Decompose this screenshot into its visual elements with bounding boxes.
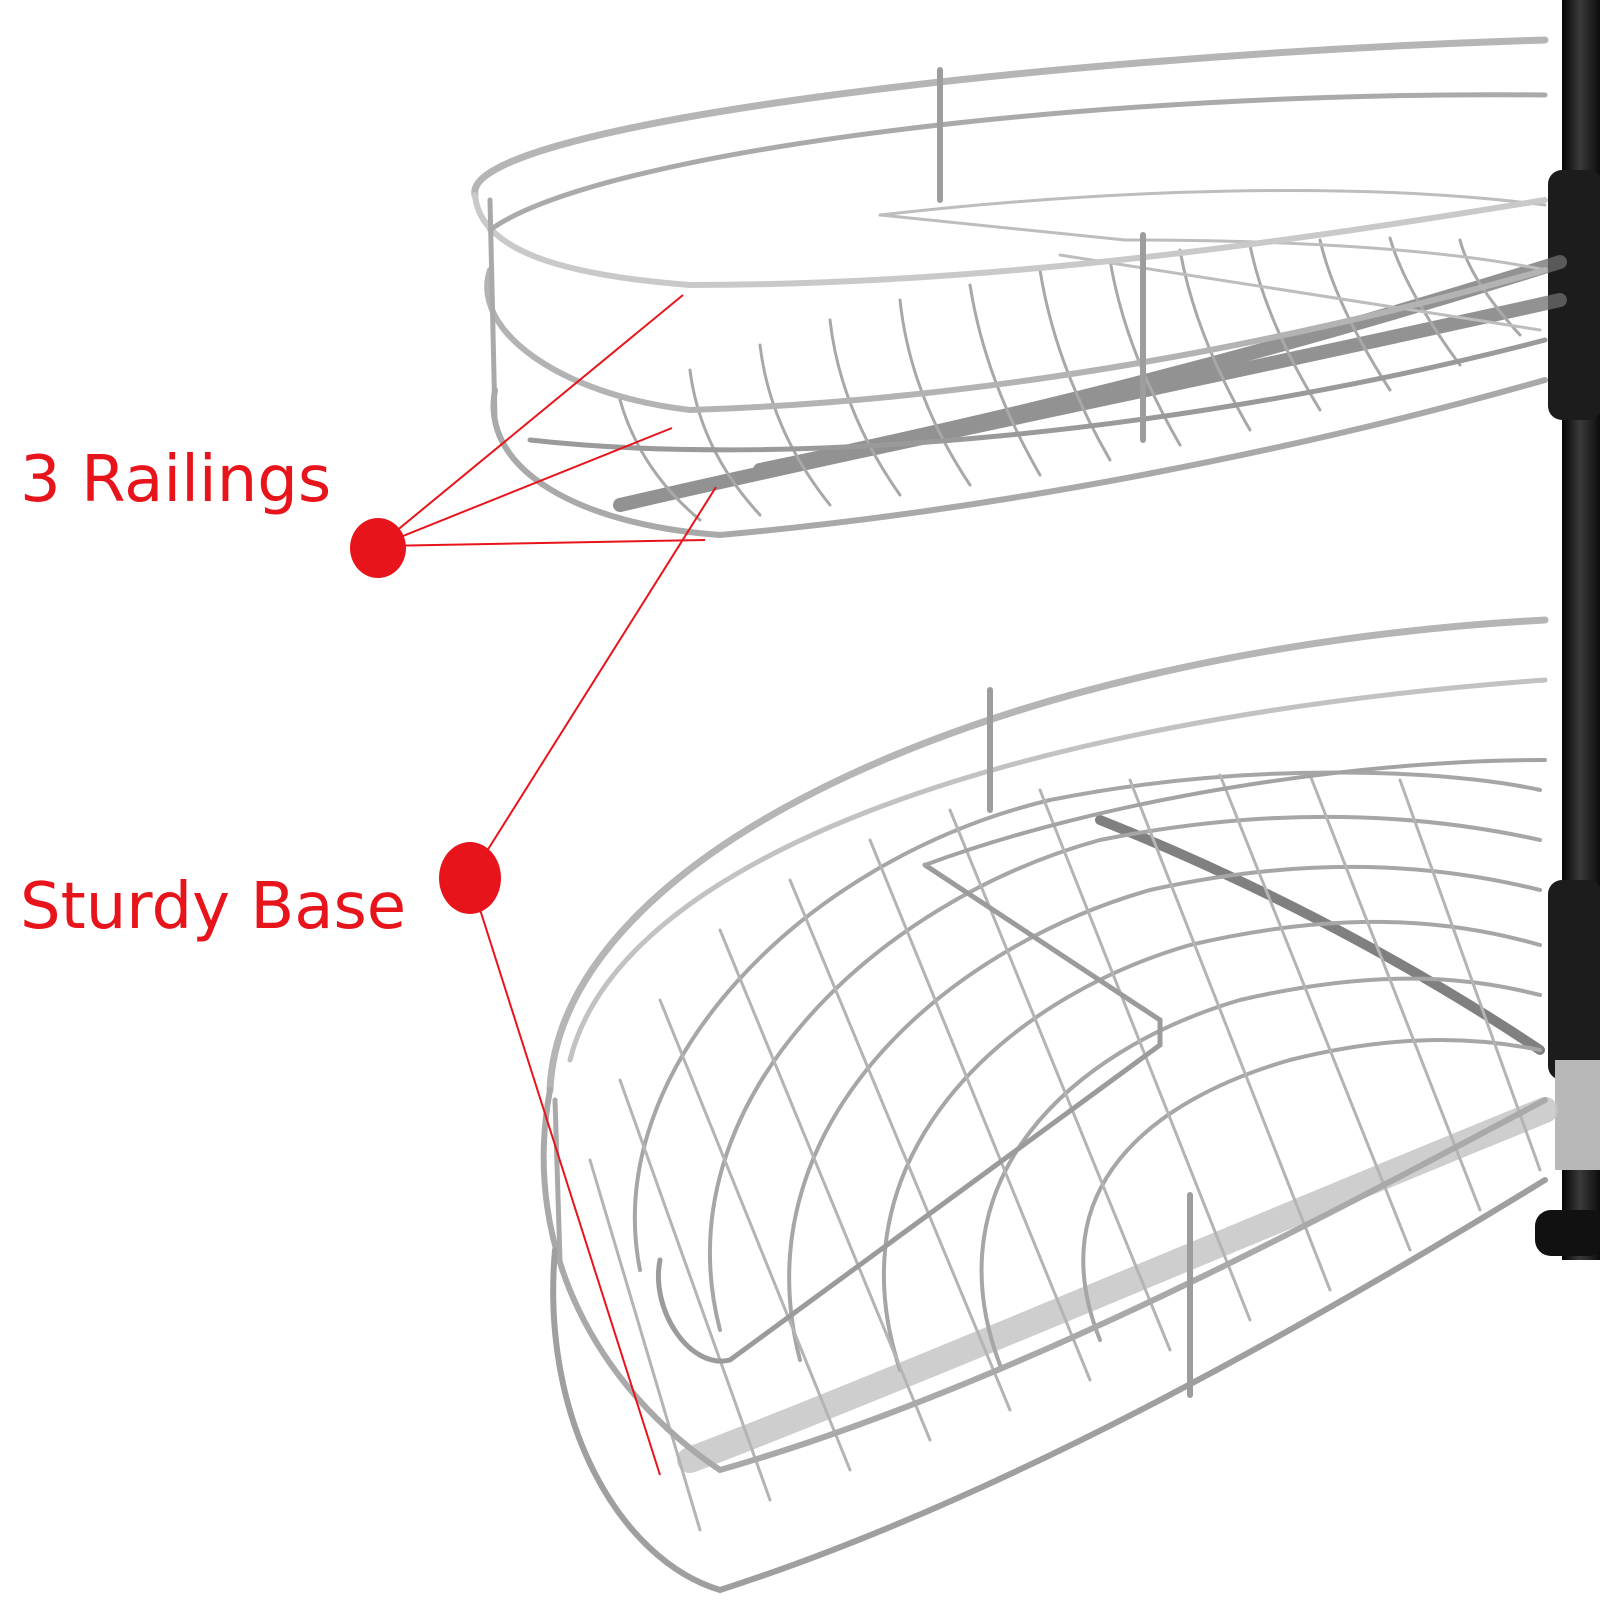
base-leader-up bbox=[469, 486, 717, 879]
pole-foot bbox=[1535, 1210, 1600, 1256]
upper-railing-top-inner bbox=[472, 192, 1548, 289]
base-callout bbox=[439, 486, 717, 1476]
upper-tray-floor-slats bbox=[613, 255, 1567, 512]
lower-railing-bottom bbox=[550, 1177, 1548, 1594]
lower-railing-top-inner bbox=[567, 677, 1548, 1063]
railings-leader-top bbox=[377, 294, 684, 547]
lower-tray-post-front bbox=[552, 1097, 563, 1263]
upper-railing-top-back bbox=[487, 92, 1548, 233]
upper-pole-collar bbox=[1548, 170, 1600, 420]
pole-chrome-hub bbox=[1555, 1060, 1600, 1170]
upper-railing-bottom bbox=[490, 377, 1548, 539]
lower-tray-floor-slats-dark bbox=[1095, 815, 1545, 1055]
upper-railing-top bbox=[471, 36, 1549, 199]
lower-tray-floor-arcs bbox=[633, 770, 1542, 1372]
upper-railing-middle bbox=[484, 267, 1548, 414]
upper-tray-floor-edge bbox=[527, 337, 1548, 453]
upper-tray-floor-arcs bbox=[878, 189, 1547, 332]
lower-tray-inner-frame-back bbox=[923, 758, 1547, 867]
lower-tray-floor-radials bbox=[588, 773, 1542, 1532]
lower-pole-collar bbox=[1548, 880, 1600, 1080]
lower-railing-top bbox=[546, 616, 1549, 1094]
base-callout-dot bbox=[439, 842, 501, 914]
upper-tray bbox=[471, 36, 1567, 539]
railings-label: 3 Railings bbox=[20, 443, 332, 517]
railings-leader-middle bbox=[377, 427, 673, 547]
railings-callout-dot bbox=[350, 518, 406, 578]
base-leader-down bbox=[469, 877, 661, 1476]
sturdy-base-label: Sturdy Base bbox=[20, 870, 407, 944]
lower-tray-inner-frame bbox=[656, 862, 1163, 1364]
upper-tray-post-front bbox=[487, 197, 498, 423]
railings-leader-bottom bbox=[377, 539, 706, 547]
lower-railing-middle bbox=[540, 1087, 1548, 1474]
railings-callout bbox=[350, 294, 706, 578]
lower-tray bbox=[540, 616, 1558, 1594]
